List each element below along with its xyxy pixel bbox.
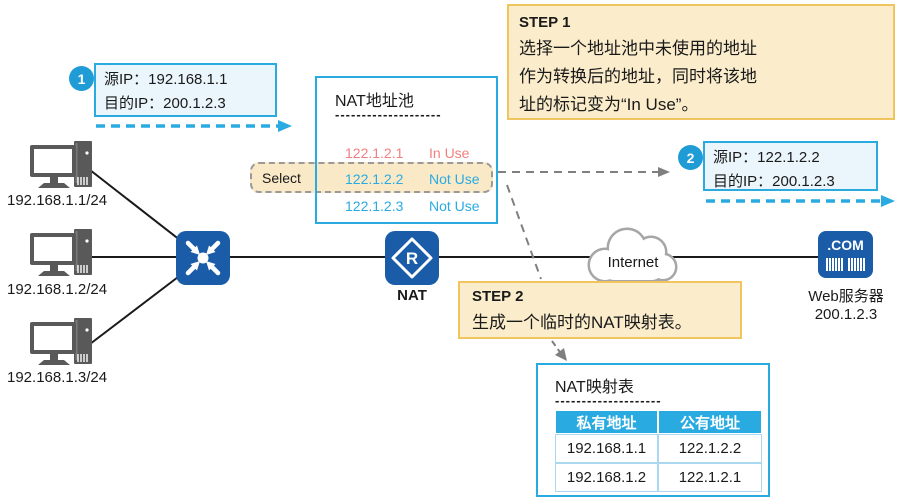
- nat-label: NAT: [397, 287, 427, 304]
- mapping-cell-r2c1: 192.168.1.2: [555, 463, 658, 492]
- step1-line1: 选择一个地址池中未使用的地址: [519, 39, 757, 58]
- server-icon-text: .COM: [827, 237, 864, 253]
- mapping-cell-r2c2: 122.1.2.1: [658, 463, 762, 492]
- select-highlight: Select: [250, 162, 493, 193]
- step1-line2: 作为转换后的地址，同时将该地: [519, 67, 757, 86]
- packet2-dst: 目的IP：200.1.2.3: [713, 173, 835, 190]
- step2-title: STEP 2: [472, 288, 524, 305]
- step-badge-1: 1: [69, 66, 94, 91]
- nat-router-icon: R: [385, 231, 439, 285]
- packet2-box: 源IP：122.1.2.2 目的IP：200.1.2.3: [703, 141, 878, 191]
- internet-label: Internet: [608, 254, 660, 271]
- host-label-2: 192.168.1.2/24: [7, 281, 108, 298]
- pool-status-1: In Use: [429, 145, 470, 161]
- mapping-table: 私有地址 公有地址 192.168.1.1 122.1.2.2 192.168.…: [555, 410, 762, 492]
- step1-line3: 址的标记变为“In Use”。: [519, 95, 699, 114]
- host-label-3: 192.168.1.3/24: [7, 369, 108, 386]
- pc-icon-3: [30, 318, 92, 365]
- step2-note: STEP 2 生成一个临时的NAT映射表。: [458, 281, 742, 339]
- packet1-src: 源IP：192.168.1.1: [104, 71, 228, 88]
- switch-icon: [176, 231, 230, 285]
- nat-mapping-box: NAT映射表 -------------------- 私有地址 公有地址 19…: [536, 363, 770, 497]
- step2-line1: 生成一个临时的NAT映射表。: [472, 313, 692, 332]
- step1-note: STEP 1 选择一个地址池中未使用的地址 作为转换后的地址，同时将该地 址的标…: [507, 4, 895, 120]
- mapping-divider: --------------------: [555, 393, 662, 408]
- server-ip-label: 200.1.2.3: [814, 306, 878, 323]
- mapping-title: NAT映射表: [555, 379, 634, 396]
- packet1-box: 源IP：192.168.1.1 目的IP：200.1.2.3: [94, 63, 277, 117]
- select-label: Select: [262, 169, 301, 186]
- server-name-label: Web服务器: [808, 288, 884, 305]
- mapping-cell-r1c1: 192.168.1.1: [555, 434, 658, 463]
- pool-ip-2: 122.1.2.2: [345, 171, 404, 187]
- step-badge-2: 2: [678, 145, 703, 170]
- packet2-src: 源IP：122.1.2.2: [713, 149, 820, 166]
- packet1-dst: 目的IP：200.1.2.3: [104, 95, 226, 112]
- pc-icon-1: [30, 141, 92, 188]
- pc-icon-2: [30, 229, 92, 276]
- host-label-1: 192.168.1.1/24: [7, 192, 108, 209]
- nat-icon-letter: R: [406, 249, 418, 268]
- nat-pool-divider: --------------------: [335, 107, 442, 122]
- internet-cloud-icon: Internet: [587, 227, 678, 283]
- mapping-header-public: 公有地址: [658, 410, 762, 434]
- pool-ip-1: 122.1.2.1: [345, 145, 404, 161]
- nat-pool-title: NAT地址池: [335, 93, 414, 110]
- nat-pool-box: NAT地址池 -------------------- 122.1.2.1 In…: [315, 76, 498, 224]
- pool-status-3: Not Use: [429, 198, 480, 214]
- pool-status-2: Not Use: [429, 171, 480, 187]
- pool-ip-3: 122.1.2.3: [345, 198, 404, 214]
- mapping-cell-r1c2: 122.1.2.2: [658, 434, 762, 463]
- mapping-header-private: 私有地址: [555, 410, 658, 434]
- web-server-icon: .COM: [818, 231, 873, 278]
- step1-title: STEP 1: [519, 14, 571, 31]
